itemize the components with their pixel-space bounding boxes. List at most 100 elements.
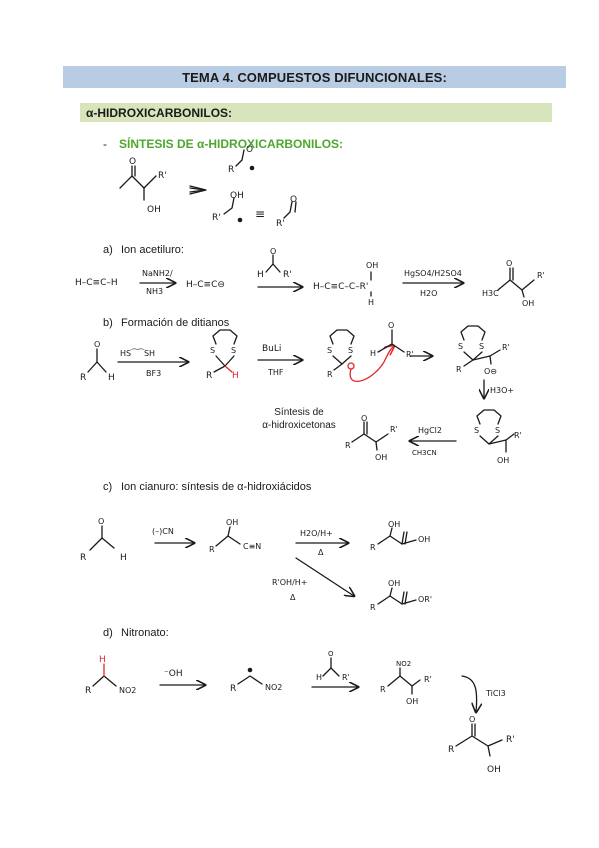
- hw-label: Δ: [290, 593, 296, 602]
- hw-label: H: [108, 373, 115, 383]
- hw-label: OH: [147, 205, 161, 215]
- hw-label: HgCl2: [418, 426, 442, 435]
- hw-label: OH: [375, 453, 387, 462]
- hw-label: R': [406, 350, 414, 359]
- hw-label: H–C≡C⊖: [186, 280, 225, 290]
- hw-label: S: [495, 426, 500, 435]
- hw-label: R: [456, 365, 462, 374]
- hw-label: NO2: [396, 660, 411, 668]
- hw-label: O⊖: [484, 367, 497, 376]
- item-letter: a): [103, 244, 113, 256]
- svg-text:O: O: [290, 195, 297, 205]
- hw-label: H: [120, 553, 127, 563]
- hw-label: OH: [522, 299, 534, 308]
- hw-label: S: [458, 342, 463, 351]
- hw-label: HS⁀⁀SH: [120, 348, 155, 358]
- svg-text:O: O: [361, 414, 367, 423]
- hw-label: OH: [497, 456, 509, 465]
- hw-label: NH3: [146, 287, 163, 296]
- scheme-d: R H NO2 ⁻OH R NO2 H O R' R NO2 R' OH TiC…: [85, 650, 515, 775]
- hw-label: R: [380, 685, 386, 694]
- hw-label: H: [99, 655, 106, 665]
- hw-label: R: [370, 543, 376, 552]
- hw-label: R': [424, 675, 432, 684]
- item-c-heading: c) Ion cianuro: síntesis de α-hidroxiácid…: [103, 481, 311, 493]
- svg-text:O: O: [469, 715, 475, 724]
- hw-label: NO2: [119, 686, 136, 695]
- hw-label: OH: [487, 765, 501, 775]
- item-label: Ion acetiluro:: [121, 244, 184, 256]
- hw-label: H3O+: [490, 386, 514, 395]
- svg-text:O: O: [94, 340, 100, 349]
- hw-label: CH3CN: [412, 449, 437, 457]
- subsection-heading: -SÍNTESIS DE α-HIDROXICARBONILOS:: [103, 137, 343, 151]
- retro-arrow-inner: [189, 187, 206, 193]
- hw-label: (–)CN: [152, 527, 174, 536]
- hw-label: S: [327, 346, 332, 355]
- hw-label: Δ: [318, 548, 324, 557]
- hw-label: H: [368, 298, 374, 307]
- hw-label: OH: [226, 518, 238, 527]
- item-b-heading: b) Formación de ditianos: [103, 317, 229, 329]
- hw-label: H–C≡C–H: [75, 278, 118, 288]
- intro-hydroxy-synthon: R' OH ≡ R' O: [212, 191, 297, 229]
- hw-label: NaNH2/: [142, 269, 173, 278]
- item-letter: b): [103, 317, 113, 329]
- hw-label: ⁻OH: [164, 669, 183, 679]
- hw-label: R: [80, 373, 86, 383]
- retro-arrow: [189, 185, 207, 195]
- hw-label: HgSO4/H2SO4: [404, 269, 462, 278]
- svg-text:O: O: [98, 517, 104, 526]
- item-label: Formación de ditianos: [121, 317, 230, 329]
- hw-label: R': [390, 425, 398, 434]
- item-label: Ion cianuro: síntesis de α-hidroxiácidos: [121, 481, 312, 493]
- item-a-heading: a) Ion acetiluro:: [103, 244, 184, 256]
- hw-label: OH: [230, 191, 244, 201]
- hw-label: OH: [406, 697, 418, 706]
- intro-target-molecule: O OH R': [119, 157, 167, 215]
- hw-label: R': [514, 431, 522, 440]
- hw-label: S: [474, 426, 479, 435]
- hw-label: THF: [267, 368, 284, 377]
- scheme-b: R O H HS⁀⁀SH BF3 S S R H BuLi THF S S R …: [80, 321, 522, 465]
- item-letter: c): [103, 481, 113, 493]
- hw-label: R: [370, 603, 376, 612]
- hw-label: R: [448, 745, 454, 755]
- hw-label: C≡N: [243, 542, 261, 551]
- bullet-dash: -: [103, 137, 107, 151]
- hw-label: TiCl3: [485, 689, 506, 698]
- ditiane-caption: Síntesis de α-hidroxicetonas: [254, 406, 344, 432]
- hw-label: H2O/H+: [300, 529, 333, 538]
- hw-label: S: [210, 346, 215, 355]
- hw-label: R: [345, 441, 351, 450]
- item-d-heading: d) Nitronato:: [103, 627, 169, 639]
- subsection-text: SÍNTESIS DE α-HIDROXICARBONILOS:: [119, 137, 344, 151]
- hw-label: R: [327, 370, 333, 379]
- intro-acyl-synthon: R O: [228, 145, 255, 175]
- hw-label: R: [228, 165, 234, 175]
- svg-text:O: O: [506, 259, 512, 268]
- svg-text:≡: ≡: [255, 207, 265, 221]
- hw-label: R': [537, 271, 545, 280]
- hw-label: R: [209, 545, 215, 554]
- hw-label: H: [316, 673, 322, 682]
- caption-line-1: Síntesis de: [274, 407, 324, 418]
- hw-label: OR': [418, 595, 432, 604]
- hw-label: NO2: [265, 683, 282, 692]
- section-heading: α-HIDROXICARBONILOS:: [80, 103, 552, 122]
- hw-label: S: [348, 346, 353, 355]
- item-letter: d): [103, 627, 113, 639]
- hw-label: R: [85, 686, 91, 696]
- item-label: Nitronato:: [121, 627, 169, 639]
- svg-text:O: O: [388, 321, 394, 330]
- svg-text:O: O: [270, 247, 276, 256]
- hw-label: R': [158, 171, 167, 181]
- scheme-a: H–C≡C–H NaNH2/ NH3 H–C≡C⊖ H O R' H–C≡C–C…: [75, 247, 545, 308]
- hw-label: H: [370, 349, 376, 358]
- scheme-c: R O H (–)CN R OH C≡N H2O/H+ Δ R OH OH R'…: [80, 517, 432, 612]
- hw-label: R': [342, 673, 350, 682]
- hw-label: H2O: [420, 289, 437, 298]
- hw-label: H–C≡C–C–R': [313, 282, 368, 292]
- hw-label: S: [231, 346, 236, 355]
- hw-label: R'OH/H+: [272, 578, 307, 587]
